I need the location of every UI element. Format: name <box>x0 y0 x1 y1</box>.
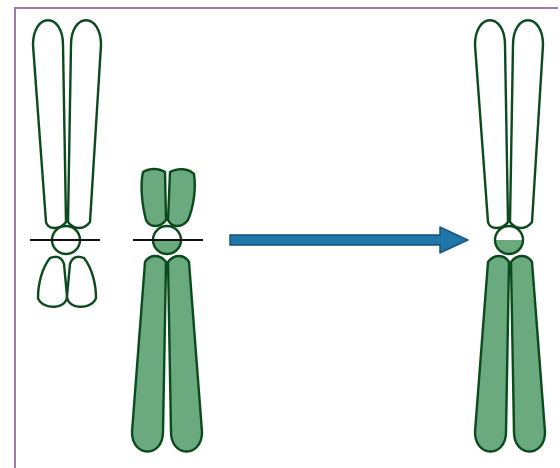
fused-chromosome-green-arm-right <box>511 256 545 452</box>
fused-chromosome <box>475 20 545 451</box>
chromosome-a-long-arm-right <box>68 20 101 228</box>
chromosome-b-short-arm-right <box>168 169 195 226</box>
fused-chromosome-long-arm-left <box>475 20 508 228</box>
chromosome-b-short-arm-left <box>142 169 166 226</box>
chromosome-a-long-arm-left <box>33 20 66 228</box>
chromosome-b-long-arm-right <box>168 256 202 452</box>
chromosome-b-centromere-bottom <box>153 240 181 254</box>
chromosome-b <box>132 169 203 452</box>
chromosome-b-centromere-top <box>153 226 181 240</box>
fused-chromosome-green-arm-left <box>475 256 509 452</box>
chromosome-a-short-arm-right <box>67 257 96 307</box>
chromosome-b-long-arm-left <box>132 256 166 452</box>
arrow-right-icon <box>230 227 468 253</box>
fused-chromosome-long-arm-right <box>510 20 543 228</box>
chromosome-a-short-arm-left <box>38 257 67 307</box>
fused-centromere-bottom <box>495 240 523 254</box>
chromosome-a <box>30 20 101 307</box>
